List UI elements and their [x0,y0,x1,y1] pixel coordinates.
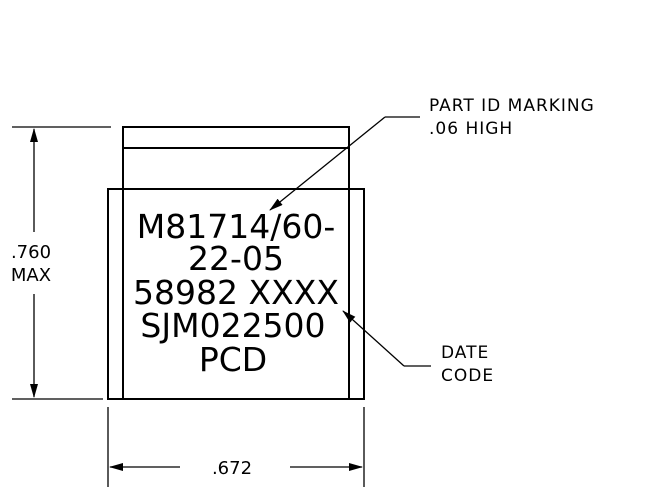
height-qualifier: MAX [11,265,51,286]
height-value: .760 [11,242,51,263]
marking-line-1: M81714/60- [137,207,335,246]
part-id-leader-arrow [269,116,386,211]
marking-line-2: 22-05 [188,239,284,278]
marking-line-5: PCD [199,340,267,379]
part-id-callout: PART ID MARKING .06 HIGH [269,96,595,211]
width-value: .672 [212,458,252,479]
top-cap-upper [122,126,350,149]
part-marking: M81714/60- 22-05 58982 XXXX SJM022500 PC… [133,207,339,379]
part-id-note-line-1: PART ID MARKING [429,96,595,116]
marking-line-3: 58982 XXXX [133,273,339,312]
height-dimension: .760 MAX [11,126,111,400]
date-code-note-line-1: DATE [441,343,489,363]
date-code-callout: DATE CODE [342,310,494,386]
date-code-note-line-2: CODE [441,366,494,386]
date-code-leader-arrow [342,310,405,367]
part-id-note-line-2: .06 HIGH [429,119,513,139]
body-outline [107,188,365,400]
marking-line-4: SJM022500 [140,306,325,345]
width-dimension: .672 [107,407,365,487]
part-outline [107,126,365,400]
